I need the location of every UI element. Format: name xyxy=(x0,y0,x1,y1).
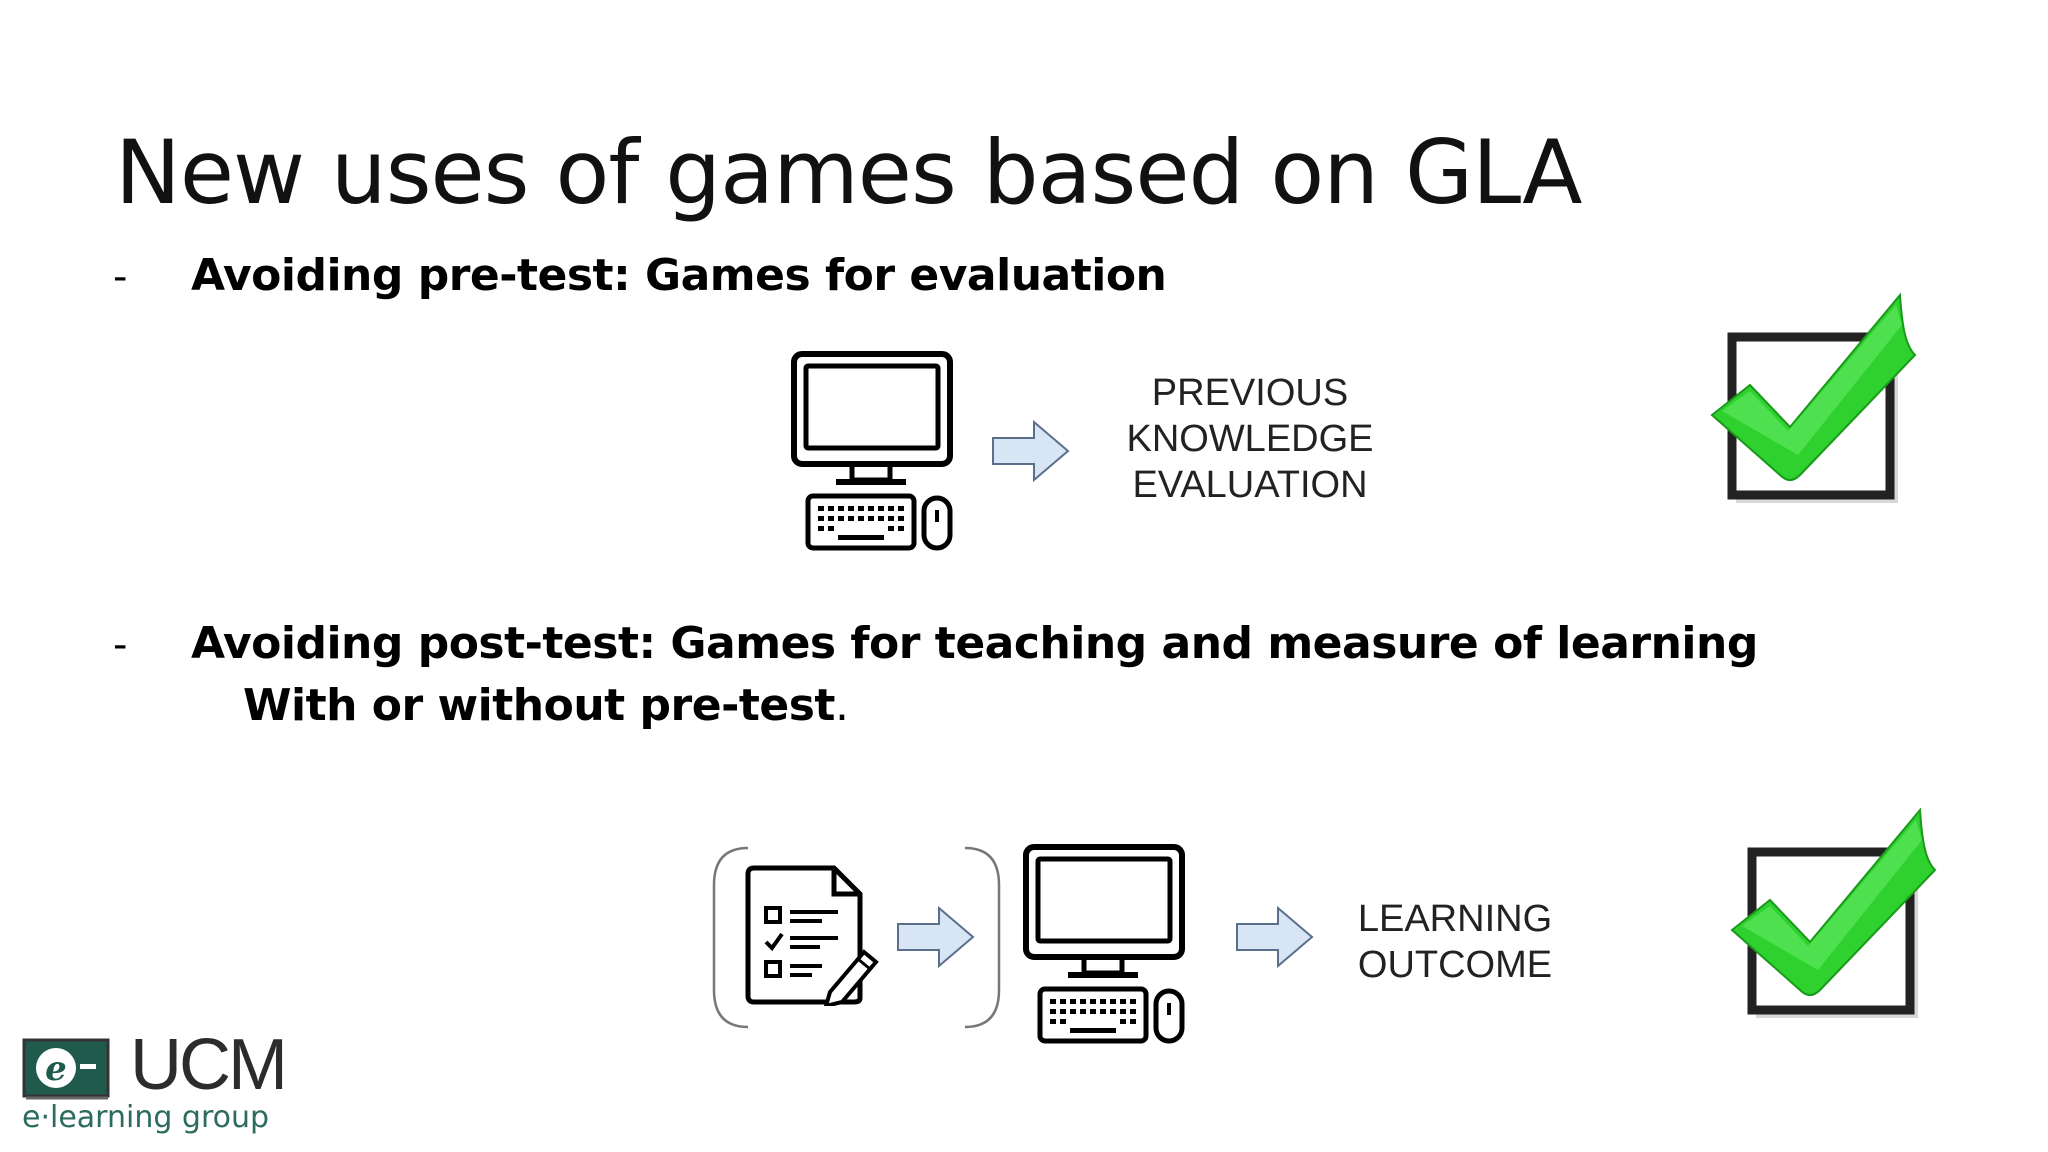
bullet-post-test-subtext: With or without pre-test. xyxy=(243,680,849,731)
label-line: PREVIOUS xyxy=(1151,372,1349,414)
arrow-right-icon xyxy=(897,905,975,969)
label-line: LEARNING xyxy=(1357,898,1553,940)
logo-badge-icon: e xyxy=(22,1038,110,1100)
learning-outcome-label: LEARNING OUTCOME xyxy=(1335,896,1575,988)
bullet-marker: - xyxy=(113,254,128,300)
logo-subtitle: e·learning group xyxy=(22,1100,270,1135)
checkbox-checked-icon xyxy=(1730,807,1937,1018)
previous-knowledge-evaluation-label: PREVIOUS KNOWLEDGE EVALUATION xyxy=(1115,370,1385,508)
subtext: With or without pre-test xyxy=(243,680,835,731)
bracket-left-icon xyxy=(712,846,749,1029)
label-line: OUTCOME xyxy=(1357,944,1553,986)
checklist-document-icon xyxy=(745,865,879,1006)
computer-icon xyxy=(1023,844,1185,1044)
bracket-right-icon xyxy=(964,846,1001,1029)
arrow-right-icon xyxy=(992,419,1070,483)
label-line: EVALUATION xyxy=(1132,464,1368,506)
slide-title: New uses of games based on GLA xyxy=(115,120,1582,224)
label-line: KNOWLEDGE xyxy=(1126,418,1374,460)
checkbox-checked-icon xyxy=(1710,292,1917,503)
bullet-pre-test: Avoiding pre-test: Games for evaluation xyxy=(191,250,1167,301)
subtext-period: . xyxy=(834,680,849,731)
logo-badge-letter: e xyxy=(45,1049,67,1089)
computer-icon xyxy=(791,351,953,551)
arrow-right-icon xyxy=(1236,905,1314,969)
logo-wordmark: UCM xyxy=(130,1025,288,1105)
bullet-marker: - xyxy=(113,622,128,668)
bullet-post-test: Avoiding post-test: Games for teaching a… xyxy=(191,618,1758,669)
